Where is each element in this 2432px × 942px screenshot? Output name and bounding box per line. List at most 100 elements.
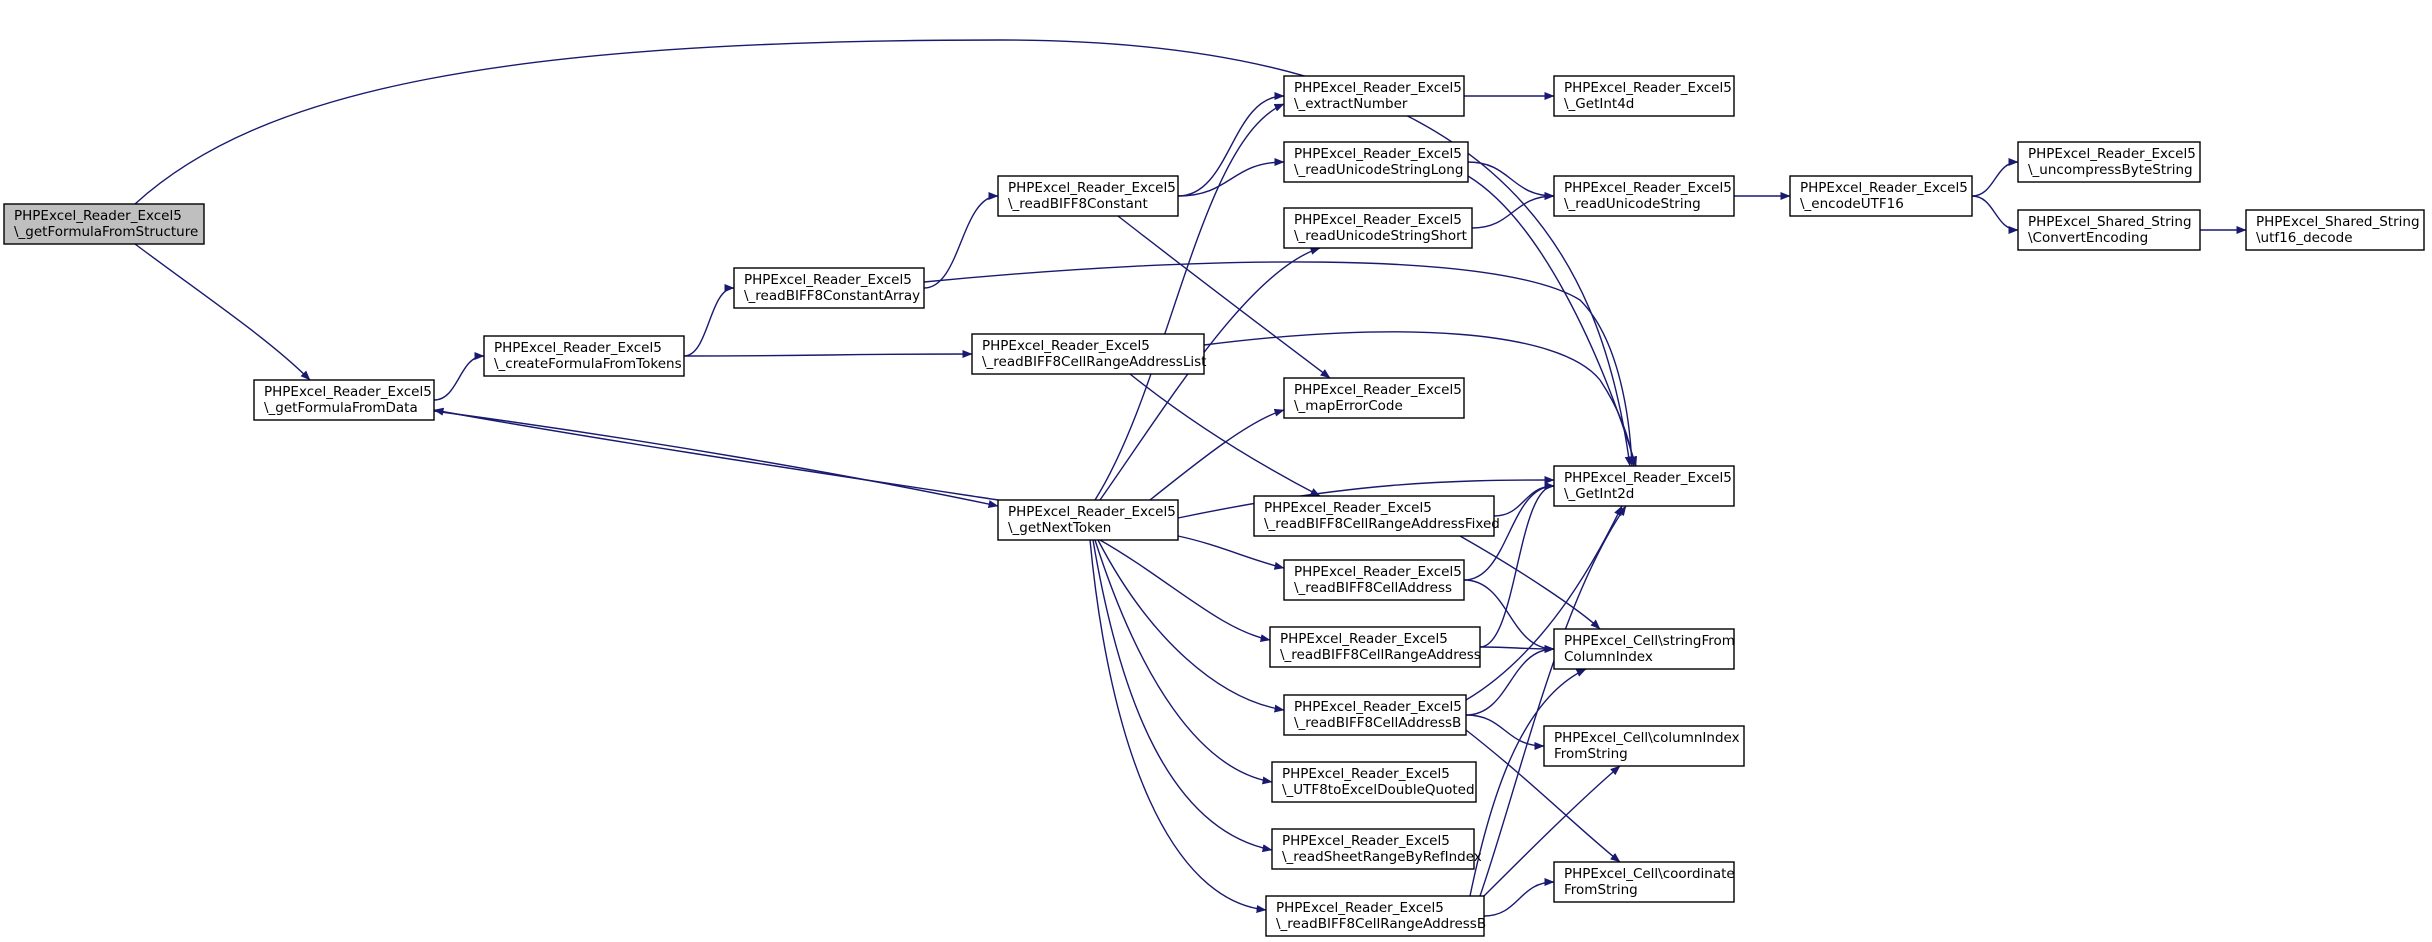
edge-getNextToken-to-readUnicodeStringShort xyxy=(1099,247,1321,501)
node-label-line: PHPExcel_Shared_String xyxy=(2028,214,2192,230)
edge-getNextToken-to-GetInt2d xyxy=(1177,476,1555,519)
node-getNextToken[interactable]: PHPExcel_Reader_Excel5\_getNextToken xyxy=(997,499,1179,541)
node-label-line: PHPExcel_Reader_Excel5 xyxy=(494,340,662,356)
edges xyxy=(134,39,2247,917)
node-label-line: \_readBIFF8CellRangeAddressList xyxy=(982,354,1206,370)
node-box xyxy=(1553,465,1735,507)
edge-getNextToken-to-getFormulaFromData xyxy=(433,407,999,501)
node-readBIFF8CellRangeAddressList[interactable]: PHPExcel_Reader_Excel5\_readBIFF8CellRan… xyxy=(971,333,1206,375)
node-box xyxy=(997,175,1179,217)
node-extractNumber[interactable]: PHPExcel_Reader_Excel5\_extractNumber xyxy=(1283,75,1465,117)
node-utf16_decode[interactable]: PHPExcel_Shared_String\utf16_decode xyxy=(2245,209,2425,251)
node-UTF8toExcelDoubleQuoted[interactable]: PHPExcel_Reader_Excel5\_UTF8toExcelDoubl… xyxy=(1271,761,1477,803)
node-label-line: \_mapErrorCode xyxy=(1294,398,1403,414)
edge-readBIFF8CellAddressB-to-columnIndexFromString xyxy=(1465,714,1545,750)
node-label-line: \_readBIFF8Constant xyxy=(1008,196,1148,212)
node-readUnicodeStringShort[interactable]: PHPExcel_Reader_Excel5\_readUnicodeStrin… xyxy=(1283,207,1473,249)
node-label-line: ColumnIndex xyxy=(1564,649,1653,665)
node-box xyxy=(1283,694,1467,736)
node-box xyxy=(971,333,1205,375)
edge-createFormulaFromTokens-to-readBIFF8CellRangeAddressList xyxy=(683,350,973,359)
node-readUnicodeString[interactable]: PHPExcel_Reader_Excel5\_readUnicodeStrin… xyxy=(1553,175,1735,217)
node-ConvertEncoding[interactable]: PHPExcel_Shared_String\ConvertEncoding xyxy=(2017,209,2201,251)
node-uncompressByteString[interactable]: PHPExcel_Reader_Excel5\_uncompressByteSt… xyxy=(2017,141,2201,183)
edge-readBIFF8ConstantArray-to-GetInt2d xyxy=(923,261,1636,467)
node-readUnicodeStringLong[interactable]: PHPExcel_Reader_Excel5\_readUnicodeStrin… xyxy=(1283,141,1469,183)
node-label-line: \_readBIFF8CellRangeAddressB xyxy=(1276,916,1486,932)
edge-readBIFF8CellRangeAddress-to-GetInt2d xyxy=(1479,482,1555,648)
node-encodeUTF16[interactable]: PHPExcel_Reader_Excel5\_encodeUTF16 xyxy=(1789,175,1973,217)
node-box xyxy=(1553,628,1735,670)
edge-readBIFF8CellAddressB-to-stringFromColumnIndex xyxy=(1465,645,1555,716)
node-label-line: PHPExcel_Reader_Excel5 xyxy=(1294,382,1462,398)
node-label-line: \_getFormulaFromData xyxy=(264,400,418,416)
edge-readBIFF8CellAddressB-to-GetInt2d xyxy=(1465,505,1623,701)
node-readBIFF8Constant[interactable]: PHPExcel_Reader_Excel5\_readBIFF8Constan… xyxy=(997,175,1179,217)
node-label-line: \_readUnicodeStringShort xyxy=(1294,228,1467,244)
node-label-line: PHPExcel_Reader_Excel5 xyxy=(1008,504,1176,520)
edge-getNextToken-to-readBIFF8CellAddress xyxy=(1177,535,1285,570)
edge-getNextToken-to-mapErrorCode xyxy=(1149,408,1285,501)
node-label-line: PHPExcel_Reader_Excel5 xyxy=(1276,900,1444,916)
node-label-line: \_readSheetRangeByRefIndex xyxy=(1282,849,1482,865)
node-box xyxy=(733,267,925,309)
node-box xyxy=(997,499,1179,541)
node-box xyxy=(1283,207,1473,249)
node-readBIFF8CellAddressB[interactable]: PHPExcel_Reader_Excel5\_readBIFF8CellAdd… xyxy=(1283,694,1467,736)
edge-readBIFF8CellAddressB-to-coordinateFromString xyxy=(1465,729,1621,863)
node-getFormulaFromStructure[interactable]: PHPExcel_Reader_Excel5\_getFormulaFromSt… xyxy=(3,203,205,245)
edge-createFormulaFromTokens-to-readBIFF8ConstantArray xyxy=(683,284,735,357)
node-box xyxy=(3,203,205,245)
node-box xyxy=(1271,828,1475,870)
node-label-line: \_encodeUTF16 xyxy=(1800,196,1904,212)
node-readBIFF8CellRangeAddress[interactable]: PHPExcel_Reader_Excel5\_readBIFF8CellRan… xyxy=(1269,626,1481,668)
node-box xyxy=(483,335,685,377)
node-readBIFF8ConstantArray[interactable]: PHPExcel_Reader_Excel5\_readBIFF8Constan… xyxy=(733,267,925,309)
node-label-line: PHPExcel_Reader_Excel5 xyxy=(1564,180,1732,196)
node-label-line: \_extractNumber xyxy=(1294,96,1408,112)
node-box xyxy=(1283,141,1469,183)
node-label-line: \_readBIFF8CellRangeAddressFixed xyxy=(1264,516,1500,532)
node-mapErrorCode[interactable]: PHPExcel_Reader_Excel5\_mapErrorCode xyxy=(1283,377,1465,419)
node-box xyxy=(1253,495,1495,537)
node-label-line: PHPExcel_Reader_Excel5 xyxy=(1564,80,1732,96)
node-label-line: \_UTF8toExcelDoubleQuoted xyxy=(1282,782,1475,798)
node-createFormulaFromTokens[interactable]: PHPExcel_Reader_Excel5\_createFormulaFro… xyxy=(483,335,685,377)
node-box xyxy=(1271,761,1477,803)
node-box xyxy=(1283,75,1465,117)
node-label-line: PHPExcel_Reader_Excel5 xyxy=(264,384,432,400)
node-label-line: \_readBIFF8CellRangeAddress xyxy=(1280,647,1481,663)
edge-readBIFF8CellRangeAddressB-to-coordinateFromString xyxy=(1483,878,1555,917)
node-readBIFF8CellRangeAddressB[interactable]: PHPExcel_Reader_Excel5\_readBIFF8CellRan… xyxy=(1265,895,1486,937)
node-label-line: PHPExcel_Reader_Excel5 xyxy=(1280,631,1448,647)
edge-readBIFF8Constant-to-readUnicodeStringLong xyxy=(1177,158,1285,197)
node-label-line: PHPExcel_Reader_Excel5 xyxy=(982,338,1150,354)
edge-getFormulaFromStructure-to-getFormulaFromData xyxy=(134,243,311,381)
edge-readBIFF8CellAddress-to-stringFromColumnIndex xyxy=(1463,579,1555,653)
node-label-line: PHPExcel_Reader_Excel5 xyxy=(14,208,182,224)
node-GetInt2d[interactable]: PHPExcel_Reader_Excel5\_GetInt2d xyxy=(1553,465,1735,507)
edge-getFormulaFromStructure-to-GetInt2d xyxy=(134,39,1633,467)
node-readSheetRangeByRefIndex[interactable]: PHPExcel_Reader_Excel5\_readSheetRangeBy… xyxy=(1271,828,1482,870)
node-label-line: PHPExcel_Reader_Excel5 xyxy=(1294,564,1462,580)
node-label-line: \_GetInt2d xyxy=(1564,486,1634,502)
node-GetInt4d[interactable]: PHPExcel_Reader_Excel5\_GetInt4d xyxy=(1553,75,1735,117)
node-getFormulaFromData[interactable]: PHPExcel_Reader_Excel5\_getFormulaFromDa… xyxy=(253,379,435,421)
node-box xyxy=(1283,559,1465,601)
node-label-line: \_readUnicodeString xyxy=(1564,196,1701,212)
node-box xyxy=(1543,725,1745,767)
node-label-line: FromString xyxy=(1554,746,1628,762)
node-box xyxy=(1553,75,1735,117)
node-readBIFF8CellAddress[interactable]: PHPExcel_Reader_Excel5\_readBIFF8CellAdd… xyxy=(1283,559,1465,601)
node-label-line: \_getNextToken xyxy=(1008,520,1111,536)
node-readBIFF8CellRangeAddressFixed[interactable]: PHPExcel_Reader_Excel5\_readBIFF8CellRan… xyxy=(1253,495,1500,537)
node-label-line: PHPExcel_Reader_Excel5 xyxy=(744,272,912,288)
edge-readBIFF8CellRangeAddressFixed-to-stringFromColumnIndex xyxy=(1459,535,1601,630)
node-label-line: \_readBIFF8ConstantArray xyxy=(744,288,920,304)
node-box xyxy=(253,379,435,421)
node-box xyxy=(1553,175,1735,217)
node-box xyxy=(1265,895,1485,937)
